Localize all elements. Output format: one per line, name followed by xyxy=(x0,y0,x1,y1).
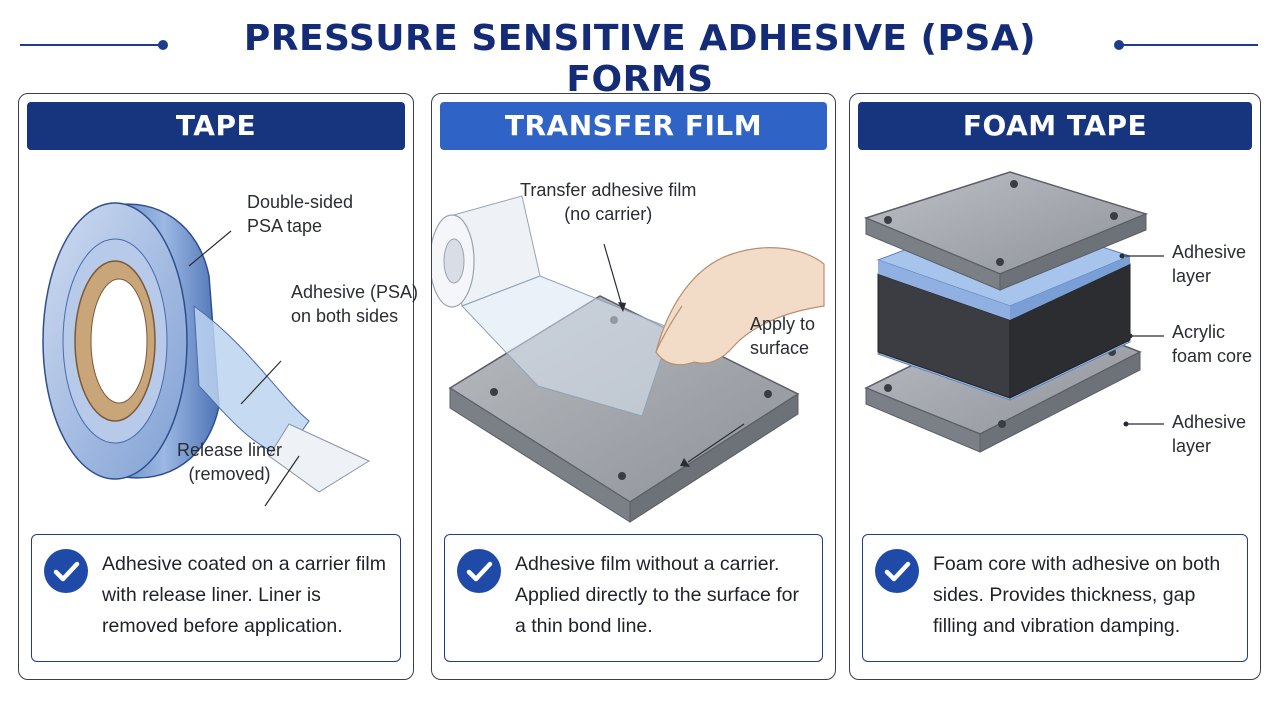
transfer-film-illustration xyxy=(432,195,825,523)
leader-line xyxy=(240,360,282,405)
panel-transfer-film: TRANSFER FILM Transfer adhesive film(n xyxy=(431,93,836,680)
description-tape: Adhesive coated on a carrier film with r… xyxy=(102,553,386,637)
description-foam-tape: Foam core with adhesive on both sides. P… xyxy=(933,553,1221,637)
description-box-tape: Adhesive coated on a carrier film with r… xyxy=(31,534,401,662)
tape-roll-illustration xyxy=(42,202,371,507)
panel-header-tape: TAPE xyxy=(27,102,405,150)
leader-line xyxy=(188,230,232,267)
page-title: PRESSURE SENSITIVE ADHESIVE (PSA) FORMS xyxy=(243,18,1037,100)
panel-header-transfer-film: TRANSFER FILM xyxy=(440,102,827,150)
title-dot-left xyxy=(158,40,168,50)
panel-foam-tape: FOAM TAPE xyxy=(849,93,1261,680)
description-transfer-film: Adhesive film without a carrier. Applied… xyxy=(515,553,799,637)
description-box-transfer-film: Adhesive film without a carrier. Applied… xyxy=(444,534,823,662)
leader-line xyxy=(687,423,745,463)
check-icon xyxy=(875,549,919,593)
callout-transfer-adhesive-film: Transfer adhesive film(no carrier) xyxy=(520,180,697,224)
check-icon xyxy=(44,549,88,593)
title-rule-left xyxy=(20,44,160,46)
panel-header-foam-tape: FOAM TAPE xyxy=(858,102,1252,150)
description-box-foam-tape: Foam core with adhesive on both sides. P… xyxy=(862,534,1248,662)
check-icon xyxy=(457,549,501,593)
title-rule-right xyxy=(1120,44,1258,46)
callout-adhesive-both-sides: Adhesive (PSA)on both sides xyxy=(291,282,419,326)
leader-line xyxy=(603,243,623,307)
foam-tape-illustration xyxy=(863,171,1164,453)
leader-line xyxy=(264,455,300,507)
callout-release-liner: Release liner(removed) xyxy=(177,440,283,484)
title-bar: PRESSURE SENSITIVE ADHESIVE (PSA) FORMS xyxy=(0,0,1280,100)
title-dot-right xyxy=(1114,40,1124,50)
